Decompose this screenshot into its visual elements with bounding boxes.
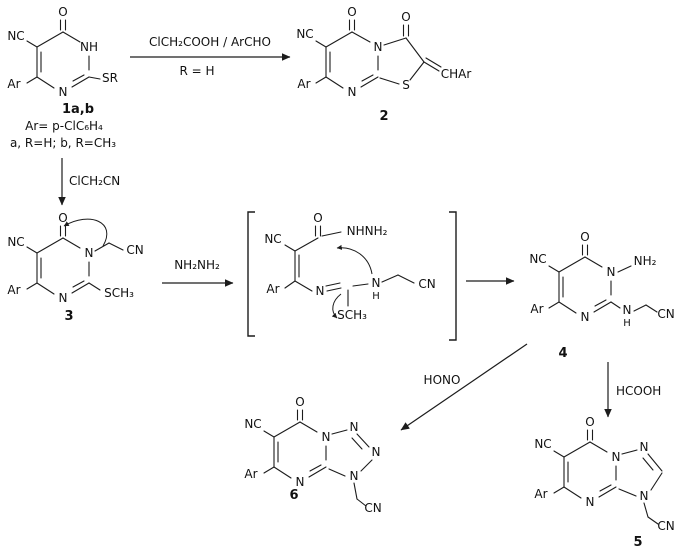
compound-6-bonds bbox=[263, 409, 373, 507]
atom-n3: N bbox=[85, 246, 94, 260]
substituent-nhnh2: NHNH₂ bbox=[347, 224, 388, 238]
substituent-cn: CN bbox=[364, 501, 381, 515]
intermediate: O NHNH₂ NC Ar N SCH₃ N H CN bbox=[247, 211, 457, 341]
intermediate-bonds bbox=[284, 225, 415, 307]
atom-n-tetrazole-1: N bbox=[350, 420, 359, 434]
note-ar-definition: Ar= p-ClC₆H₄ bbox=[25, 119, 103, 133]
substituent-nh2: NH₂ bbox=[634, 254, 657, 268]
substituent-ar: Ar bbox=[244, 467, 257, 481]
substituent-char: CHAr bbox=[441, 67, 472, 81]
atom-h-exo: H bbox=[372, 291, 380, 302]
substituent-cn: CN bbox=[126, 243, 143, 257]
compound-5: O NC Ar N N N N CN 5 bbox=[534, 415, 674, 550]
atom-n-fusion: N bbox=[612, 450, 621, 464]
atom-n1: N bbox=[296, 475, 305, 489]
atom-n-ring: N bbox=[348, 85, 357, 99]
substituent-cn: CN bbox=[418, 277, 435, 291]
atom-n-fusion: N bbox=[322, 430, 331, 444]
atom-n-ring: N bbox=[316, 284, 325, 298]
substituent-ar: Ar bbox=[266, 282, 279, 296]
substituent-ar: Ar bbox=[530, 302, 543, 316]
atom-nh: NH bbox=[80, 40, 98, 54]
left-bracket bbox=[247, 211, 255, 337]
compound-5-bonds bbox=[553, 429, 663, 525]
compound-1-bonds bbox=[26, 19, 101, 89]
substituent-nc: NC bbox=[244, 417, 261, 431]
substituent-ar: Ar bbox=[534, 487, 547, 501]
reagent-step3: NH₂NH₂ bbox=[174, 258, 220, 272]
substituent-ar: Ar bbox=[7, 283, 20, 297]
substituent-nc: NC bbox=[7, 235, 24, 249]
atom-n-triazole-2: N bbox=[640, 489, 649, 503]
atom-n-tetrazole-2: N bbox=[372, 445, 381, 459]
substituent-sch3: SCH₃ bbox=[337, 308, 367, 322]
compound-number-4: 4 bbox=[558, 346, 567, 361]
atom-oxygen: O bbox=[58, 5, 67, 19]
reaction-arrow-2: ClCH₂CN bbox=[58, 158, 120, 206]
atom-n-exo: N bbox=[623, 303, 632, 317]
reagent-step2: ClCH₂CN bbox=[69, 174, 120, 188]
atom-oxygen-pyrimidinone: O bbox=[347, 5, 356, 19]
atom-n-tetrazole-3: N bbox=[350, 469, 359, 483]
reagent-hcooh: HCOOH bbox=[616, 384, 661, 398]
right-bracket bbox=[449, 211, 457, 341]
substituent-nc: NC bbox=[7, 29, 24, 43]
atom-n1: N bbox=[59, 85, 68, 99]
substituent-nc: NC bbox=[529, 252, 546, 266]
atom-sulfur: S bbox=[402, 78, 410, 92]
reaction-arrow-1: ClCH₂COOH / ArCHO R = H bbox=[130, 35, 291, 78]
reaction-arrow-hono: HONO bbox=[400, 343, 528, 431]
condition-step1: R = H bbox=[179, 64, 214, 78]
compound-2-bonds bbox=[315, 19, 442, 89]
mechanism-arrow-attack bbox=[336, 244, 373, 275]
substituent-cn: CN bbox=[657, 519, 674, 533]
substituent-ar: Ar bbox=[297, 77, 310, 91]
compound-number-3: 3 bbox=[64, 309, 73, 324]
atom-oxygen-thiazolone: O bbox=[401, 10, 410, 24]
compound-3: O NC Ar N N SCH₃ CN 3 bbox=[7, 211, 143, 324]
substituent-nc: NC bbox=[264, 232, 281, 246]
atom-n-fusion: N bbox=[374, 40, 383, 54]
reagents-step1: ClCH₂COOH / ArCHO bbox=[149, 35, 271, 49]
substituent-nc: NC bbox=[296, 27, 313, 41]
note-ab-definition: a, R=H; b, R=CH₃ bbox=[10, 136, 116, 150]
reaction-arrow-hcooh: HCOOH bbox=[604, 362, 661, 418]
substituent-sch3: SCH₃ bbox=[104, 286, 134, 300]
reagent-hono: HONO bbox=[424, 373, 461, 387]
compound-number-2: 2 bbox=[379, 109, 388, 124]
atom-n1: N bbox=[586, 495, 595, 509]
substituent-sr: SR bbox=[102, 71, 118, 85]
atom-oxygen: O bbox=[585, 415, 594, 429]
atom-n3: N bbox=[607, 265, 616, 279]
atom-n-triazole-1: N bbox=[640, 440, 649, 454]
compound-number-6: 6 bbox=[289, 488, 298, 503]
atom-n-exo: N bbox=[372, 276, 381, 290]
substituent-ar: Ar bbox=[7, 77, 20, 91]
mechanism-arrow-leaving bbox=[331, 293, 342, 319]
compound-number-5: 5 bbox=[633, 535, 642, 550]
atom-n1: N bbox=[59, 291, 68, 305]
atom-h-exo: H bbox=[623, 318, 631, 329]
arrow-line bbox=[400, 343, 528, 431]
compound-4-bonds bbox=[548, 244, 658, 314]
atom-oxygen: O bbox=[295, 395, 304, 409]
atom-oxygen: O bbox=[580, 230, 589, 244]
atom-n1: N bbox=[581, 310, 590, 324]
substituent-cn: CN bbox=[657, 307, 674, 321]
compound-2: O O NC Ar N N S CHAr 2 bbox=[296, 5, 471, 124]
atom-oxygen: O bbox=[313, 211, 322, 225]
compound-6: O NC Ar N N N N N CN 6 bbox=[244, 395, 381, 515]
atom-oxygen: O bbox=[58, 211, 67, 225]
compound-number-1: 1a,b bbox=[62, 102, 94, 117]
reaction-arrow-3: NH₂NH₂ bbox=[162, 258, 234, 287]
mechanism-arrow bbox=[63, 218, 108, 247]
compound-3-bonds bbox=[26, 225, 124, 295]
compound-1: O NH SR N NC Ar 1a,b Ar= p-ClC₆H₄ a, R=H… bbox=[7, 5, 118, 150]
compound-4: O NC Ar N NH₂ N N H CN 4 bbox=[529, 230, 674, 361]
substituent-nc: NC bbox=[534, 437, 551, 451]
